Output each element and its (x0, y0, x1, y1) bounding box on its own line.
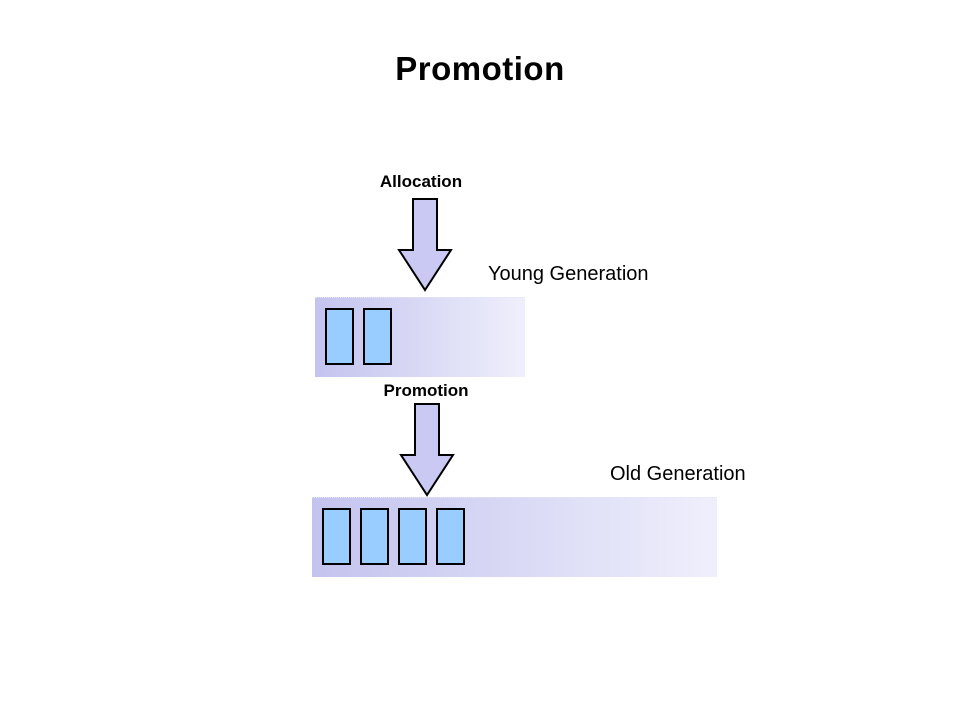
promotion-label: Promotion (383, 381, 469, 400)
promotion-down-arrow-icon (399, 403, 455, 497)
allocation-down-arrow-icon (397, 198, 453, 292)
heap-object-block (325, 308, 354, 365)
heap-object-block (398, 508, 427, 565)
young-generation-label: Young Generation (488, 263, 649, 285)
allocation-label: Allocation (379, 172, 463, 191)
heap-object-block (436, 508, 465, 565)
old-generation-bar (312, 497, 717, 577)
page-title: Promotion (395, 50, 565, 87)
young-generation-bar (315, 297, 525, 377)
heap-object-block (363, 308, 392, 365)
heap-object-block (322, 508, 351, 565)
old-generation-label: Old Generation (610, 463, 746, 485)
heap-object-block (360, 508, 389, 565)
